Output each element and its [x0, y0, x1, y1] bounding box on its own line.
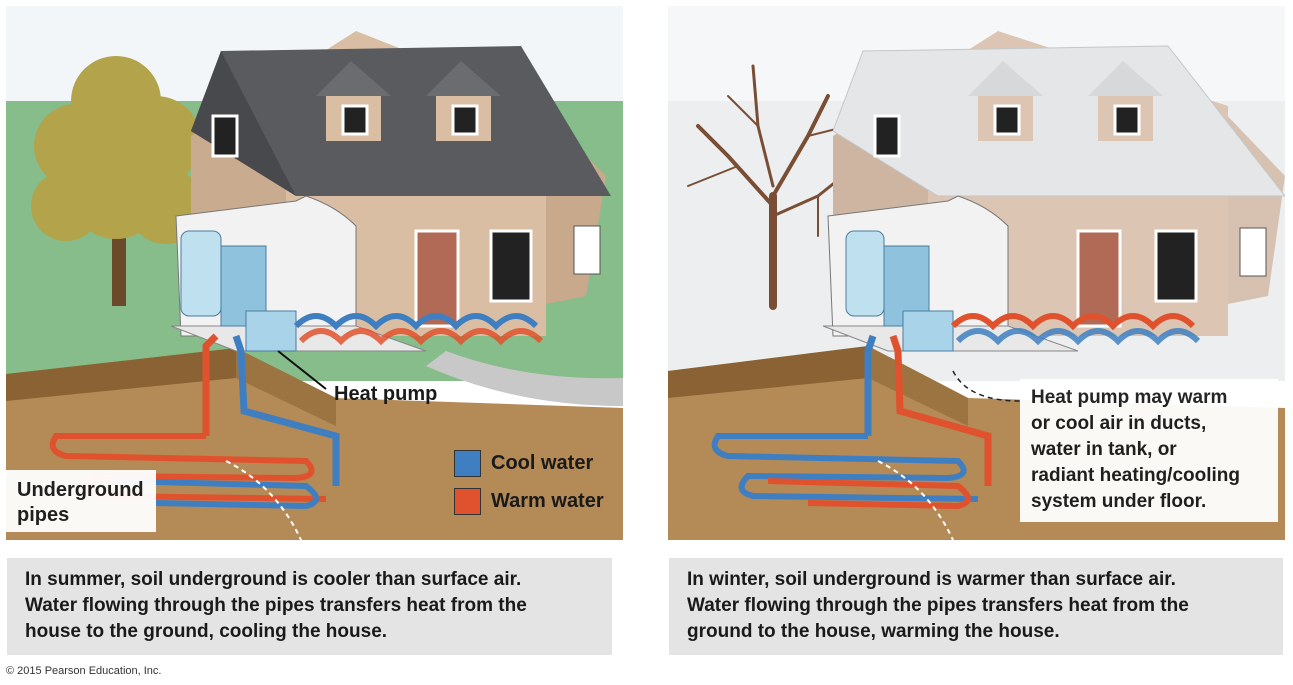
heat-pump-note-line-5: system under floor.: [1031, 491, 1207, 512]
heat-pump-note-line-4: radiant heating/cooling: [1031, 465, 1241, 486]
winter-caption-line-2: Water flowing through the pipes transfer…: [687, 595, 1189, 616]
heat-pump-note-line-2: or cool air in ducts,: [1031, 413, 1207, 434]
summer-caption: In summer, soil underground is cooler th…: [7, 558, 612, 655]
heat-pump-note-line-3: water in tank, or: [1031, 439, 1177, 460]
winter-illustration: [668, 6, 1285, 540]
cool-water-label: Cool water: [491, 452, 594, 474]
winter-caption-line-1: In winter, soil underground is warmer th…: [687, 569, 1176, 590]
winter-scene: Heat pump may warm or cool air in ducts,…: [668, 6, 1285, 540]
warm-water-label: Warm water: [491, 490, 604, 512]
winter-caption-line-3: ground to the house, warming the house.: [687, 621, 1060, 642]
copyright-notice: © 2015 Pearson Education, Inc.: [6, 665, 162, 677]
summer-caption-line-2: Water flowing through the pipes transfer…: [25, 595, 527, 616]
legend-cool-water: Cool water: [454, 450, 593, 477]
cool-water-swatch: [454, 450, 481, 477]
underground-pipes-line-2: pipes: [17, 504, 70, 526]
underground-pipes-label: Underground pipes: [6, 470, 156, 532]
summer-illustration: [6, 6, 623, 540]
winter-caption: In winter, soil underground is warmer th…: [669, 558, 1283, 655]
legend-warm-water: Warm water: [454, 488, 604, 515]
summer-caption-line-3: house to the ground, cooling the house.: [25, 621, 388, 642]
summer-scene: Heat pump Underground pipes Cool water W…: [6, 6, 623, 540]
warm-water-swatch: [454, 488, 481, 515]
summer-caption-line-1: In summer, soil underground is cooler th…: [25, 569, 522, 590]
heat-pump-note: Heat pump may warm or cool air in ducts,…: [1020, 379, 1278, 522]
bare-tree: [687, 64, 849, 310]
heat-pump-note-line-1: Heat pump may warm: [1031, 387, 1228, 408]
heat-pump-label: Heat pump: [334, 383, 438, 405]
underground-pipes-line-1: Underground: [17, 479, 144, 501]
